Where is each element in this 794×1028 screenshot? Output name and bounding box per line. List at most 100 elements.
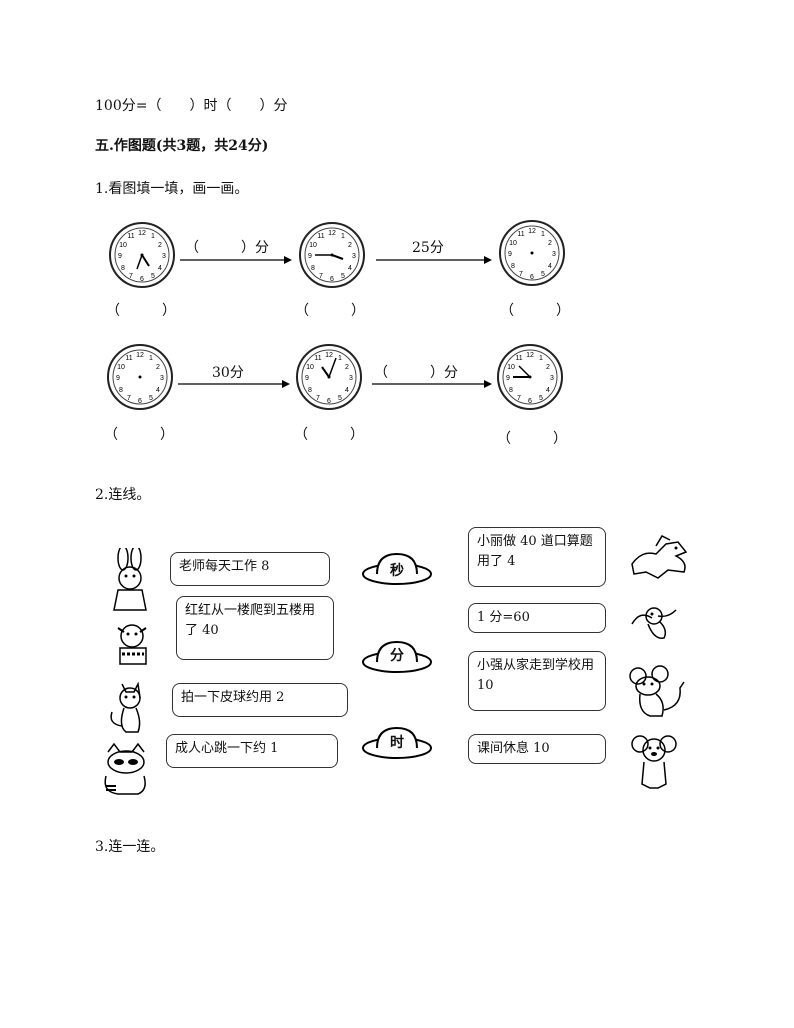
svg-text:7: 7 [319, 273, 323, 280]
svg-text:3: 3 [552, 251, 556, 258]
svg-text:5: 5 [338, 395, 342, 402]
svg-text:12: 12 [526, 352, 534, 359]
svg-text:12: 12 [328, 230, 336, 237]
svg-text:1: 1 [541, 231, 545, 238]
bubble-text: 拍一下皮球约用 2 [181, 690, 285, 705]
svg-text:4: 4 [348, 265, 352, 272]
svg-text:2: 2 [158, 242, 162, 249]
svg-text:10: 10 [117, 364, 125, 371]
left-speech-bubble: 老师每天工作 8 [170, 552, 330, 586]
koala-icon [631, 735, 677, 789]
svg-text:7: 7 [129, 273, 133, 280]
left-speech-bubble: 红红从一楼爬到五楼用了 40 [176, 596, 334, 660]
svg-text:6: 6 [138, 398, 142, 405]
svg-text:6: 6 [140, 276, 144, 283]
svg-text:8: 8 [311, 265, 315, 272]
answer-blank[interactable]: （ ） [500, 303, 570, 319]
svg-text:10: 10 [509, 240, 517, 247]
hat-label-minute: 分 [390, 648, 404, 664]
bubble-text: 小强从家走到学校用 10 [477, 658, 595, 693]
right-speech-bubble: 课间休息 10 [468, 734, 606, 764]
svg-text:6: 6 [330, 276, 334, 283]
answer-blank[interactable]: （ ） [106, 303, 176, 319]
arrow-label-row2-a: 30分 [212, 365, 244, 381]
svg-text:6: 6 [528, 398, 532, 405]
svg-text:2: 2 [546, 364, 550, 371]
svg-text:10: 10 [119, 242, 127, 249]
svg-text:8: 8 [121, 265, 125, 272]
svg-text:9: 9 [116, 375, 120, 382]
question-1-label: 1.看图填一填，画一画。 [95, 181, 249, 197]
svg-text:9: 9 [508, 251, 512, 258]
svg-text:12: 12 [528, 228, 536, 235]
bird-icon [631, 607, 677, 639]
svg-text:1: 1 [338, 355, 342, 362]
svg-text:5: 5 [149, 395, 153, 402]
answer-blank[interactable]: （ ） [295, 303, 365, 319]
svg-text:7: 7 [517, 395, 521, 402]
fill-in-line: 100分=（ ）时（ ）分 [95, 98, 288, 114]
svg-text:1: 1 [539, 355, 543, 362]
svg-text:11: 11 [517, 231, 524, 238]
svg-text:4: 4 [156, 387, 160, 394]
svg-text:6: 6 [530, 274, 534, 281]
answer-blank[interactable]: （ ） [497, 431, 567, 447]
svg-text:6: 6 [327, 398, 331, 405]
svg-text:9: 9 [308, 253, 312, 260]
raccoon-icon [104, 742, 146, 795]
svg-text:2: 2 [156, 364, 160, 371]
rabbit-icon [113, 548, 147, 611]
svg-text:11: 11 [317, 233, 324, 240]
answer-blank[interactable]: （ ） [104, 427, 174, 443]
bubble-text: 课间休息 10 [477, 741, 550, 756]
svg-text:8: 8 [308, 387, 312, 394]
question-3-label: 3.连一连。 [95, 839, 165, 855]
hat-label-hour: 时 [390, 735, 404, 751]
hat-icon [362, 552, 432, 585]
svg-text:1: 1 [151, 233, 155, 240]
svg-text:3: 3 [349, 375, 353, 382]
arrow-row2-a [178, 380, 290, 388]
answer-blank[interactable]: （ ） [294, 427, 364, 443]
section-title: 五.作图题(共3题，共24分) [95, 138, 269, 154]
svg-text:12: 12 [138, 230, 146, 237]
hat-label-second: 秒 [390, 563, 404, 579]
arrow-label-row1-a: （ ）分 [185, 240, 269, 256]
mouse-icon [629, 665, 685, 717]
svg-text:10: 10 [309, 242, 317, 249]
hat-icon [362, 726, 432, 759]
bubble-text: 小丽做 40 道口算题用了 4 [477, 534, 593, 569]
svg-text:11: 11 [314, 355, 321, 362]
arrow-row2-b [372, 380, 492, 388]
bubble-text: 红红从一楼爬到五楼用了 40 [185, 603, 316, 638]
svg-text:1: 1 [149, 355, 153, 362]
svg-text:2: 2 [548, 240, 552, 247]
bubble-text: 1 分=60 [477, 610, 530, 625]
arrow-row1-b [376, 256, 492, 264]
svg-text:9: 9 [506, 375, 510, 382]
left-speech-bubble: 成人心跳一下约 1 [166, 734, 338, 768]
svg-text:5: 5 [341, 273, 345, 280]
svg-text:4: 4 [548, 263, 552, 270]
svg-text:9: 9 [118, 253, 122, 260]
right-speech-bubble: 小强从家走到学校用 10 [468, 651, 606, 711]
bubble-text: 成人心跳一下约 1 [175, 741, 279, 756]
right-speech-bubble: 1 分=60 [468, 603, 606, 633]
svg-text:1: 1 [341, 233, 345, 240]
svg-text:7: 7 [127, 395, 131, 402]
svg-text:11: 11 [515, 355, 522, 362]
svg-text:11: 11 [125, 355, 132, 362]
svg-text:12: 12 [325, 352, 333, 359]
svg-text:5: 5 [539, 395, 543, 402]
svg-text:5: 5 [151, 273, 155, 280]
svg-text:3: 3 [352, 253, 356, 260]
svg-text:3: 3 [550, 375, 554, 382]
svg-text:8: 8 [511, 263, 515, 270]
svg-text:5: 5 [541, 271, 545, 278]
bubble-text: 老师每天工作 8 [179, 559, 270, 574]
